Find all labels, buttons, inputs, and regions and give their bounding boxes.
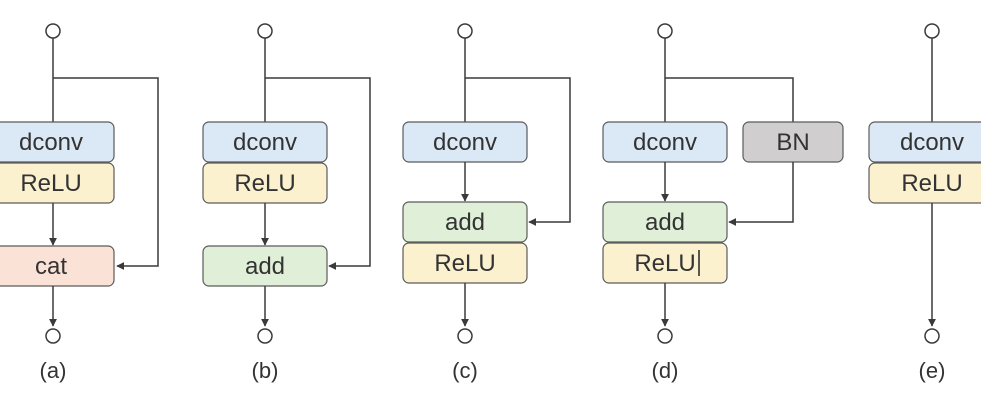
dconv-label: dconv <box>633 129 697 156</box>
add-label: add <box>445 209 485 236</box>
bn-branch <box>665 77 794 122</box>
output-node <box>924 328 940 344</box>
skip-connection <box>265 77 371 270</box>
dconv-label: dconv <box>19 129 83 156</box>
panel-caption: (e) <box>919 358 946 383</box>
relu-label: ReLU <box>434 250 495 277</box>
panel-c: dconv add ReLU (c) <box>402 23 571 383</box>
input-node <box>45 23 61 39</box>
dconv-box <box>868 121 981 163</box>
input-node <box>924 23 940 39</box>
panel-caption: (c) <box>452 358 478 383</box>
dconv-box <box>0 121 115 163</box>
add-label: add <box>245 253 285 280</box>
panel-e: dconv ReLU (e) <box>868 23 981 383</box>
add-box <box>402 201 528 243</box>
bn-to-add-connection <box>728 162 794 226</box>
input-node <box>257 23 273 39</box>
panel-caption: (b) <box>252 358 279 383</box>
panel-b: dconv ReLU add (b) <box>202 23 371 383</box>
input-node <box>457 23 473 39</box>
output-node <box>657 328 673 344</box>
add-box <box>602 201 728 243</box>
output-node <box>257 328 273 344</box>
add-label: add <box>645 209 685 236</box>
dconv-box <box>202 121 328 163</box>
relu-label: ReLU <box>20 170 81 197</box>
panel-a: dconv ReLU cat (a) <box>0 23 159 383</box>
output-node <box>457 328 473 344</box>
skip-connection <box>465 77 571 226</box>
relu-label: ReLU <box>234 170 295 197</box>
panel-caption: (d) <box>652 358 679 383</box>
skip-connection <box>53 77 159 270</box>
dconv-label: dconv <box>233 129 297 156</box>
relu-box <box>0 162 115 204</box>
cat-label: cat <box>35 253 67 280</box>
bn-label: BN <box>776 129 809 156</box>
input-node <box>657 23 673 39</box>
relu-label: ReLU <box>634 250 695 277</box>
panel-caption: (a) <box>40 358 67 383</box>
dconv-label: dconv <box>900 129 964 156</box>
cat-box <box>0 245 115 287</box>
output-node <box>45 328 61 344</box>
dconv-label: dconv <box>433 129 497 156</box>
relu-label: ReLU <box>901 170 962 197</box>
panel-d: dconv BN add ReLU (d) <box>602 23 844 383</box>
